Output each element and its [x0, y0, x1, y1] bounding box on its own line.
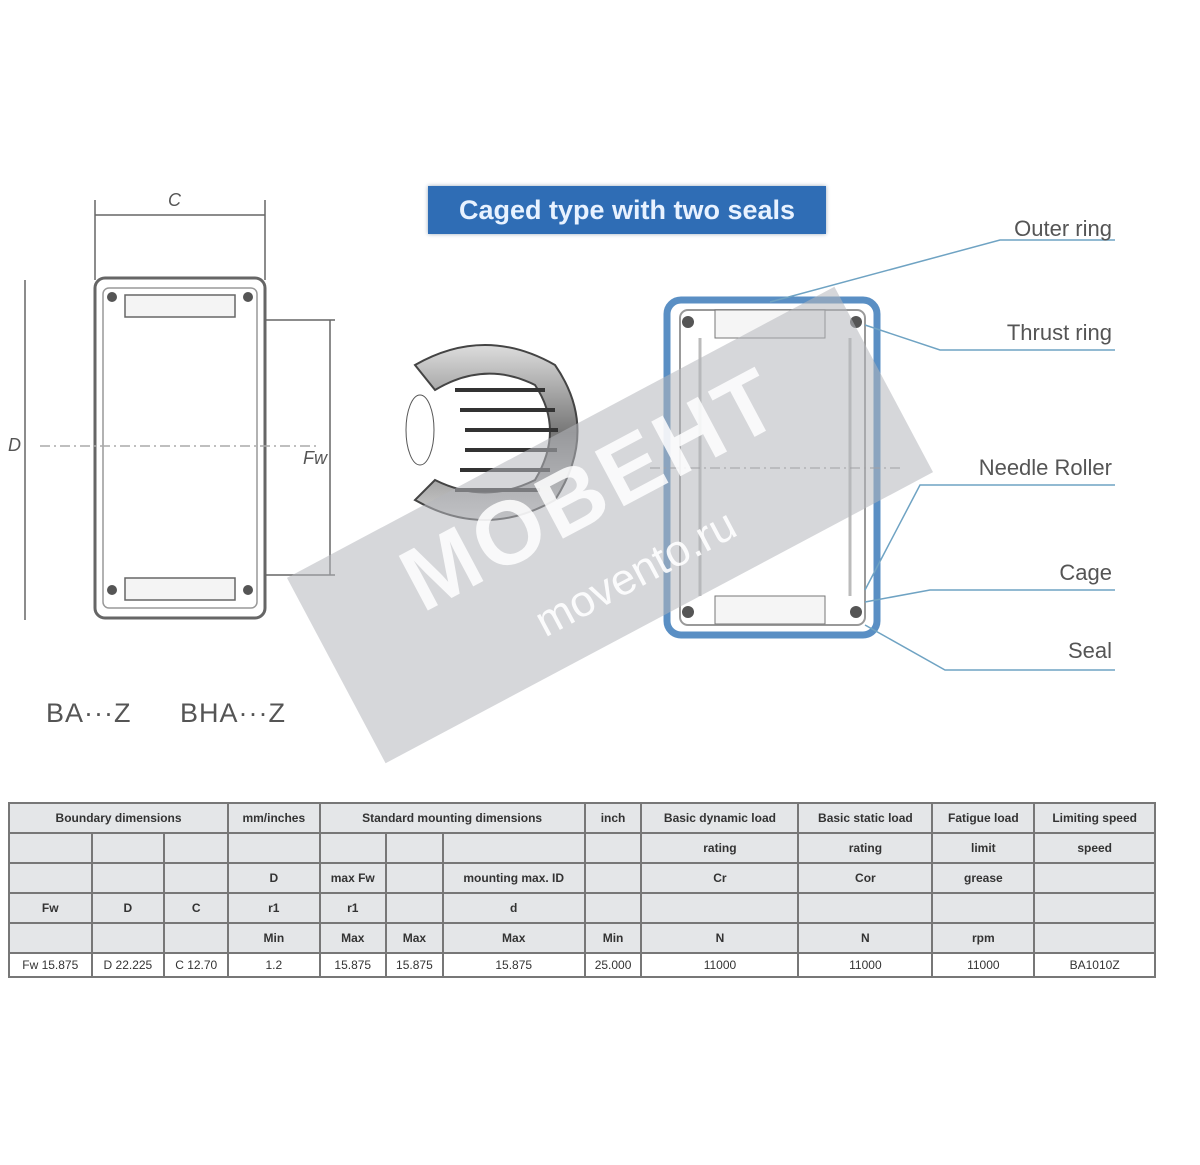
table-cell: 11000 — [797, 952, 934, 978]
table-header-cell: C — [163, 892, 230, 924]
dimension-table: Boundary dimensions mm/inches Standard m… — [7, 802, 1156, 978]
table-header-row: Boundary dimensions mm/inches Standard m… — [7, 802, 1156, 834]
cross-section-drawing — [24, 200, 335, 620]
table-header-cell: Min — [583, 922, 643, 954]
diagram-title: Caged type with two seals — [428, 186, 826, 234]
inner-diameter-label: Fw — [303, 448, 327, 468]
table-header-cell: D — [90, 892, 166, 924]
table-header-row: Fw D C r1 r1 d — [8, 892, 1156, 924]
table-header-cell: Fatigue load — [931, 802, 1036, 834]
outer-diameter-label: D — [8, 435, 21, 455]
outer-ring-outline — [93, 276, 267, 620]
width-label: C — [168, 190, 181, 210]
table-header-row: rating rating limit speed — [8, 832, 1156, 864]
table-cell: BA1010Z — [1033, 952, 1156, 978]
table-header-cell: mm/inches — [227, 802, 321, 834]
table-header-cell — [1033, 922, 1156, 954]
table-header-cell: grease — [931, 862, 1036, 894]
table-header-cell: Basic dynamic load — [640, 802, 800, 834]
table-header-cell: limit — [931, 832, 1036, 864]
table-header-cell: r1 — [227, 892, 321, 924]
table-cell: D 22.225 — [90, 952, 166, 978]
table-header-cell: rating — [797, 832, 934, 864]
table-cell: 1.2 — [227, 952, 321, 978]
table-header-cell: D — [227, 862, 321, 894]
model-label: BHA···Z — [180, 698, 286, 728]
model-label: BA···Z — [46, 698, 132, 728]
table-header-cell: Limiting speed — [1033, 802, 1156, 834]
part-label-outer-ring: Outer ring — [1014, 216, 1112, 241]
table-header-cell: Max — [441, 922, 586, 954]
part-label-thrust-ring: Thrust ring — [1006, 320, 1112, 345]
table-cell: Fw 15.875 — [8, 952, 93, 978]
table-row: Fw 15.875 D 22.225 C 12.70 1.2 15.875 15… — [8, 952, 1156, 978]
table-header-row: Min Max Max Max Min N N rpm — [8, 922, 1156, 954]
table-header-cell: max Fw — [318, 862, 388, 894]
table-header-cell: N — [640, 922, 800, 954]
table-header-cell: mounting max. ID — [441, 862, 586, 894]
table-header-cell: rating — [640, 832, 800, 864]
table-cell: C 12.70 — [163, 952, 230, 978]
table-header-cell: Cr — [640, 862, 800, 894]
table-header-cell: rpm — [931, 922, 1036, 954]
table-header-cell: speed — [1033, 832, 1156, 864]
part-label-seal: Seal — [1067, 638, 1112, 663]
table-cell: 11000 — [931, 952, 1036, 978]
part-label-cage: Cage — [1059, 560, 1112, 585]
part-label-needle-roller: Needle Roller — [978, 455, 1112, 480]
table-header-cell: Max — [385, 922, 444, 954]
table-header-cell: inch — [583, 802, 643, 834]
table-cell: 25.000 — [583, 952, 643, 978]
model-labels: BA···Z BHA···Z — [46, 698, 326, 729]
table-header-cell: Standard mounting dimensions — [318, 802, 586, 834]
table-header-cell: Fw — [8, 892, 93, 924]
table-cell: 15.875 — [441, 952, 586, 978]
table-header-cell: Cor — [797, 862, 934, 894]
table-header-cell: Basic static load — [797, 802, 934, 834]
table-header-cell: Min — [227, 922, 321, 954]
leader-lines — [769, 239, 1115, 671]
table-cell: 15.875 — [385, 952, 444, 978]
table-header-cell: Max — [318, 922, 388, 954]
table-header-cell: N — [797, 922, 934, 954]
table-cell: 11000 — [640, 952, 800, 978]
table-header-row: D max Fw mounting max. ID Cr Cor grease — [8, 862, 1156, 894]
table-cell: 15.875 — [318, 952, 388, 978]
table-header-cell: r1 — [318, 892, 388, 924]
table-header-cell: d — [441, 892, 586, 924]
table-header-cell: Boundary dimensions — [7, 802, 230, 834]
